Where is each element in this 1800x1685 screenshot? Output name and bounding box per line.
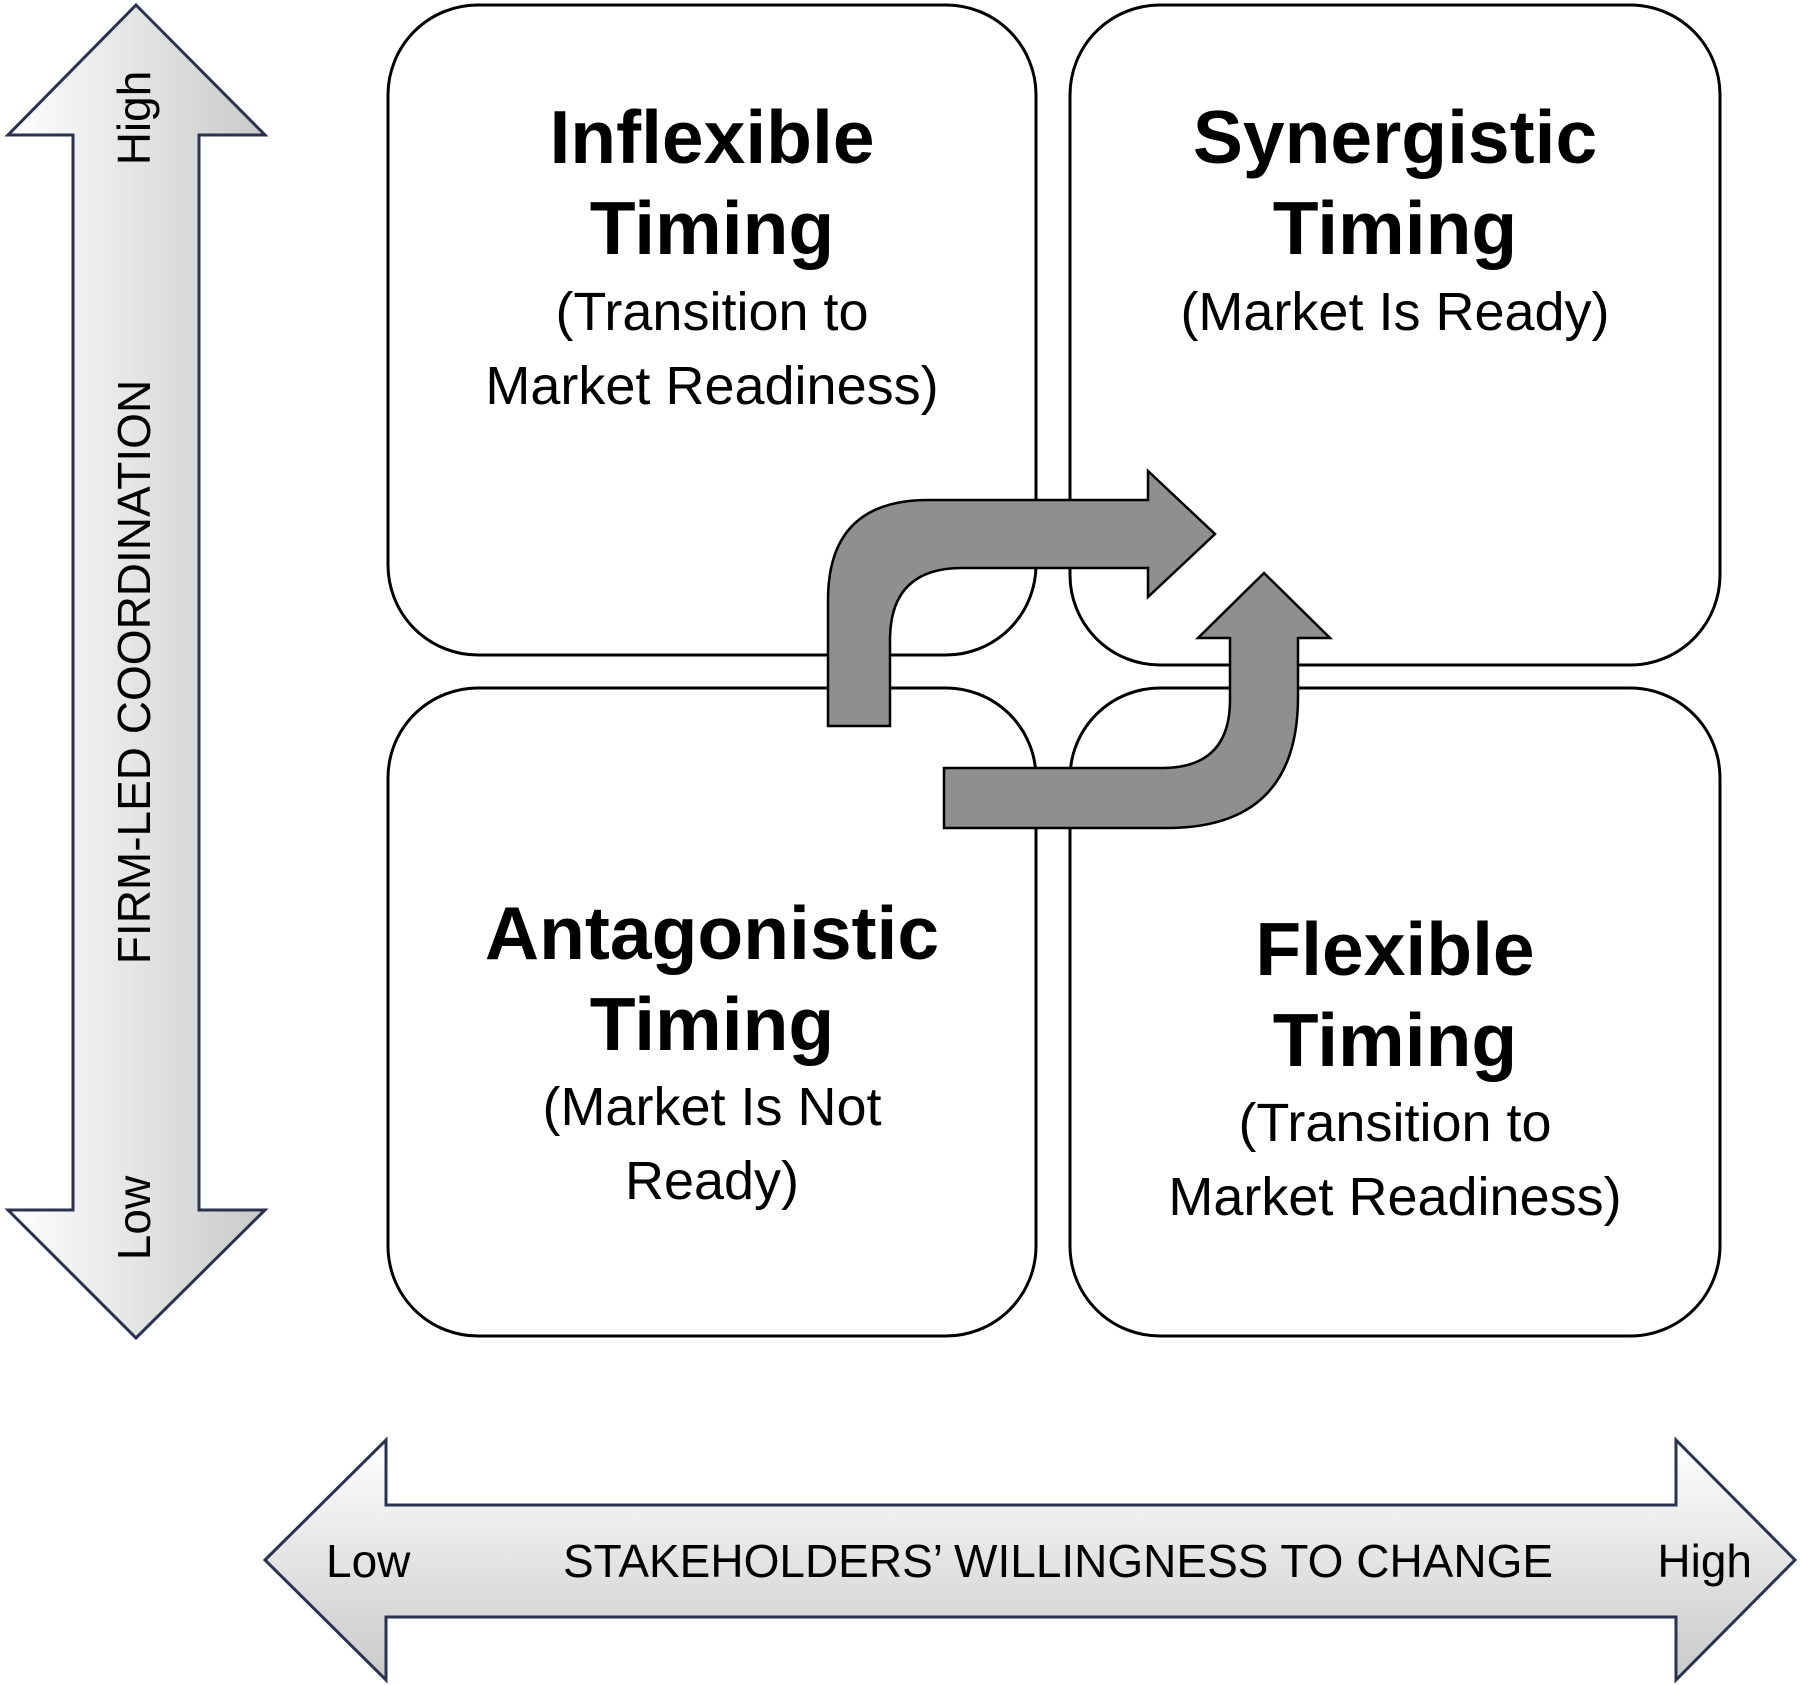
y-axis-title: FIRM-LED COORDINATION bbox=[108, 380, 160, 964]
quadrant-synergistic-label: Synergistic Timing (Market Is Ready) bbox=[1180, 95, 1609, 342]
quadrant-flexible-title-line2: Timing bbox=[1273, 998, 1517, 1082]
y-axis: High FIRM-LED COORDINATION Low bbox=[4, 2, 269, 1341]
quadrant-antagonistic-title-line2: Timing bbox=[590, 982, 834, 1066]
quadrant-inflexible-title-line2: Timing bbox=[590, 186, 834, 270]
quadrant-antagonistic-subtitle-line1: (Market Is Not bbox=[542, 1077, 881, 1137]
x-axis-high-label: High bbox=[1657, 1535, 1752, 1587]
quadrant-synergistic-title-line2: Timing bbox=[1273, 186, 1517, 270]
quadrant-flexible-title-line1: Flexible bbox=[1255, 907, 1534, 991]
quadrant-inflexible-subtitle-line2: Market Readiness) bbox=[485, 356, 938, 416]
quadrant-box-synergistic bbox=[1068, 3, 1722, 667]
x-axis-low-label: Low bbox=[326, 1535, 411, 1587]
quadrant-synergistic-subtitle-line1: (Market Is Ready) bbox=[1180, 282, 1609, 342]
quadrant-synergistic-title-line1: Synergistic bbox=[1193, 95, 1597, 179]
arrow-flexible-to-synergistic bbox=[942, 571, 1334, 830]
quadrant-flexible-subtitle-line2: Market Readiness) bbox=[1168, 1167, 1621, 1227]
quadrant-box-flexible bbox=[1068, 686, 1722, 1338]
quadrant-antagonistic-title-line1: Antagonistic bbox=[485, 891, 939, 975]
quadrant-flexible-label: Flexible Timing (Transition to Market Re… bbox=[1168, 907, 1621, 1227]
quadrant-antagonistic-subtitle-line2: Ready) bbox=[625, 1151, 799, 1211]
quadrant-boxes bbox=[386, 3, 1722, 1338]
flow-arrows bbox=[826, 468, 1334, 830]
quadrant-antagonistic-label: Antagonistic Timing (Market Is Not Ready… bbox=[485, 891, 939, 1211]
quadrant-box-antagonistic bbox=[386, 686, 1038, 1338]
x-axis: Low STAKEHOLDERS’ WILLINGNESS TO CHANGE … bbox=[262, 1436, 1798, 1684]
x-axis-double-arrow bbox=[262, 1436, 1798, 1684]
x-axis-title: STAKEHOLDERS’ WILLINGNESS TO CHANGE bbox=[563, 1535, 1553, 1587]
arrow-antagonistic-to-synergistic bbox=[826, 468, 1217, 728]
quadrant-box-inflexible bbox=[386, 3, 1038, 657]
y-axis-high-label: High bbox=[108, 71, 160, 166]
quadrant-inflexible-subtitle-line1: (Transition to bbox=[555, 282, 868, 342]
y-axis-double-arrow bbox=[4, 2, 269, 1341]
quadrant-flexible-subtitle-line1: (Transition to bbox=[1238, 1093, 1551, 1153]
y-axis-low-label: Low bbox=[108, 1175, 160, 1260]
quadrant-inflexible-title-line1: Inflexible bbox=[549, 95, 874, 179]
quadrant-inflexible-label: Inflexible Timing (Transition to Market … bbox=[485, 95, 938, 416]
